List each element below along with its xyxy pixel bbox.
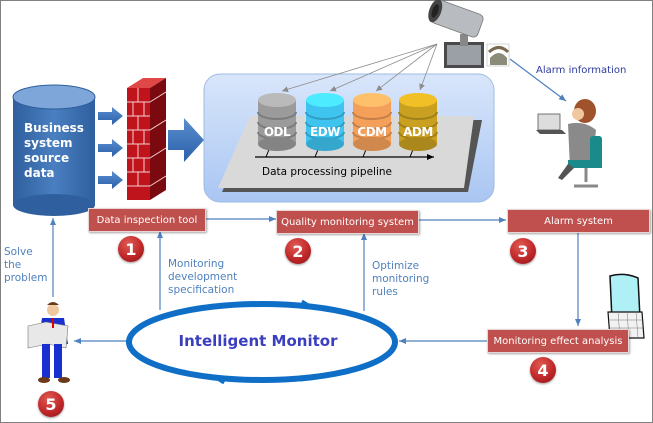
firewall-icon [127, 78, 167, 200]
layer-label-adm: ADM [403, 125, 433, 139]
telephone-icon [486, 43, 510, 67]
data-layer-cylinder-adm [398, 93, 438, 151]
step-badge-4: 4 [530, 357, 556, 383]
layer-label-odl: ODL [263, 125, 291, 139]
note-line: Solve [4, 246, 33, 258]
step-box-alarm-system[interactable]: Alarm system [507, 209, 650, 233]
alarm-info-label: Alarm information [536, 65, 627, 76]
note-line: monitoring [372, 273, 430, 285]
note-solve-problem: Solve the problem [4, 246, 47, 285]
camera-signal-lines [281, 43, 438, 93]
note-optimize-rules: Optimize monitoring rules [372, 260, 429, 299]
step-badge-1: 1 [118, 236, 144, 262]
layer-label-edw: EDW [310, 125, 340, 139]
source-db-label-line: system [24, 136, 73, 150]
note-line: rules [372, 286, 398, 298]
data-layer-group [257, 93, 438, 151]
source-db-label: Business system source data [24, 121, 84, 181]
source-db-label-line: Business [24, 121, 84, 135]
step-box-data-inspection-tool[interactable]: Data inspection tool [88, 208, 206, 232]
note-line: development [168, 271, 238, 283]
note-monitoring-spec: Monitoring development specification [168, 258, 237, 297]
data-layer-cylinder-edw [305, 93, 345, 151]
surveillance-camera-icon [428, 0, 484, 68]
source-database-icon [12, 84, 96, 216]
operator-woman-icon [536, 99, 602, 188]
note-line: problem [4, 272, 48, 284]
data-layer-cylinder-cdm [352, 93, 392, 151]
step-box-monitoring-effect-analysis[interactable]: Monitoring effect analysis [487, 329, 629, 353]
big-arrow-icon [168, 118, 204, 162]
flow-connectors [50, 216, 581, 344]
step-badge-2: 2 [285, 238, 311, 264]
intelligent-monitor-ring [126, 299, 398, 385]
pipeline-label: Data processing pipeline [262, 166, 392, 178]
note-line: Optimize [372, 260, 420, 272]
step-box-quality-monitoring-system[interactable]: Quality monitoring system [276, 210, 419, 234]
step-badge-3: 3 [510, 238, 536, 264]
source-db-label-line: data [24, 166, 55, 180]
layer-label-cdm: CDM [357, 125, 387, 139]
intelligent-monitor-label: Intelligent Monitor [178, 332, 338, 350]
note-line: specification [168, 284, 235, 296]
input-arrows-icon [98, 107, 123, 189]
user-man-icon [27, 302, 70, 383]
source-db-label-line: source [24, 151, 70, 165]
data-layer-cylinder-odl [257, 93, 297, 151]
step-badge-5: 5 [38, 391, 64, 417]
alarm-info-arrow [509, 58, 567, 102]
note-line: Monitoring [168, 258, 225, 270]
note-line: the [4, 259, 22, 271]
